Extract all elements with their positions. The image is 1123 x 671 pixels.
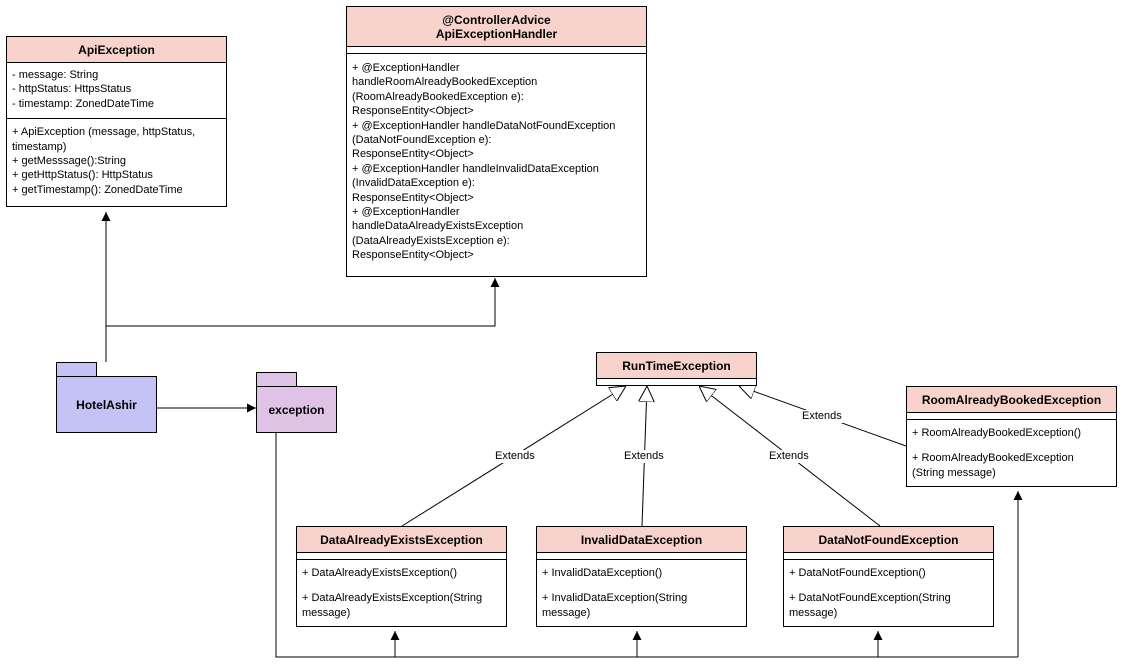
class-title: RunTimeException — [597, 353, 756, 379]
method: (RoomAlreadyBookedException e): — [352, 90, 524, 103]
class-datanotfoundexception[interactable]: DataNotFoundException + DataNotFoundExce… — [783, 526, 994, 627]
extends-label-roombooked: Extends — [801, 410, 843, 423]
class-runtimeexception[interactable]: RunTimeException — [596, 352, 757, 386]
package-tab — [56, 362, 97, 376]
method: timestamp) — [12, 140, 67, 153]
class-roomalreadybookedexception[interactable]: RoomAlreadyBookedException + RoomAlready… — [906, 386, 1117, 487]
divider — [784, 559, 993, 560]
class-title: ApiException — [7, 37, 226, 63]
class-dataalreadyexistsexception[interactable]: DataAlreadyExistsException + DataAlready… — [296, 526, 507, 627]
method: + @ExceptionHandler handleDataNotFoundEx… — [352, 119, 616, 132]
divider — [297, 559, 506, 560]
package-body: HotelAshir — [56, 376, 157, 433]
class-title: InvalidDataException — [537, 527, 746, 553]
divider — [7, 118, 226, 120]
class-invaliddataexception[interactable]: InvalidDataException + InvalidDataExcept… — [536, 526, 747, 627]
method-list: + DataAlreadyExistsException() + DataAlr… — [297, 560, 506, 623]
method: + RoomAlreadyBookedException() — [912, 427, 1082, 439]
package-exception[interactable]: exception — [256, 372, 337, 433]
method: + getHttpStatus(): HttpStatus — [12, 169, 153, 182]
method-list: + InvalidDataException() + InvalidDataEx… — [537, 560, 746, 623]
attribute: - httpStatus: HttpsStatus — [12, 83, 132, 96]
method: + DataNotFoundException() — [789, 567, 926, 579]
class-stereotype: @ControllerAdvice — [442, 13, 551, 27]
method-list: + ApiException (message, httpStatus, tim… — [7, 119, 226, 200]
package-body: exception — [256, 386, 337, 433]
method: (DataNotFoundException e): — [352, 134, 492, 147]
method: ResponseEntity<Object> — [352, 191, 474, 204]
method: + ApiException (message, httpStatus, — [12, 126, 196, 139]
method-list: + RoomAlreadyBookedException() + RoomAlr… — [907, 420, 1116, 483]
divider — [347, 53, 646, 54]
extends-label-dataexists: Extends — [494, 450, 536, 463]
attribute: - timestamp: ZonedDateTime — [12, 97, 155, 110]
divider — [537, 559, 746, 560]
method: handleRoomAlreadyBookedException — [352, 76, 538, 89]
class-title: DataAlreadyExistsException — [297, 527, 506, 553]
extends-label-notfound: Extends — [768, 450, 810, 463]
method: + DataNotFoundException(String message) — [789, 592, 951, 619]
method-list: + DataNotFoundException() + DataNotFound… — [784, 560, 993, 623]
method: (DataAlreadyExistsException e): — [352, 234, 510, 247]
edge-hotel-to-handler — [106, 278, 500, 327]
method: ResponseEntity<Object> — [352, 105, 474, 118]
extends-label-invaliddata: Extends — [623, 450, 665, 463]
package-name: exception — [268, 402, 325, 417]
method-list: + @ExceptionHandler handleRoomAlreadyBoo… — [347, 54, 646, 266]
class-title: @ControllerAdvice ApiExceptionHandler — [347, 7, 646, 47]
method: ResponseEntity<Object> — [352, 148, 474, 161]
method: + DataAlreadyExistsException(String mess… — [302, 592, 483, 619]
method: (InvalidDataException e): — [352, 177, 475, 190]
package-hotelashir[interactable]: HotelAshir — [56, 362, 157, 433]
method: + getMesssage():String — [12, 155, 127, 168]
method: + RoomAlreadyBookedException (String mes… — [912, 452, 1074, 479]
method: handleDataAlreadyExistsException — [352, 220, 524, 233]
method: + @ExceptionHandler — [352, 206, 460, 219]
method: + InvalidDataException(String message) — [542, 592, 688, 619]
package-tab — [256, 372, 297, 386]
class-apiexceptionhandler[interactable]: @ControllerAdvice ApiExceptionHandler + … — [346, 6, 647, 277]
method: + @ExceptionHandler — [352, 62, 460, 74]
class-title: RoomAlreadyBookedException — [907, 387, 1116, 413]
method: + @ExceptionHandler handleInvalidDataExc… — [352, 162, 599, 175]
attribute-list: - message: String - httpStatus: HttpsSta… — [7, 63, 226, 114]
class-name: ApiExceptionHandler — [435, 27, 558, 41]
class-apiexception[interactable]: ApiException - message: String - httpSta… — [6, 36, 227, 207]
edge-exception-bus — [275, 432, 1018, 658]
method: + getTimestamp(): ZonedDateTime — [12, 183, 183, 196]
method: + DataAlreadyExistsException() — [302, 567, 457, 579]
method: ResponseEntity<Object> — [352, 249, 474, 262]
divider — [907, 419, 1116, 420]
package-name: HotelAshir — [76, 397, 137, 412]
attribute: - message: String — [12, 69, 99, 81]
class-title: DataNotFoundException — [784, 527, 993, 553]
method: + InvalidDataException() — [542, 567, 663, 579]
